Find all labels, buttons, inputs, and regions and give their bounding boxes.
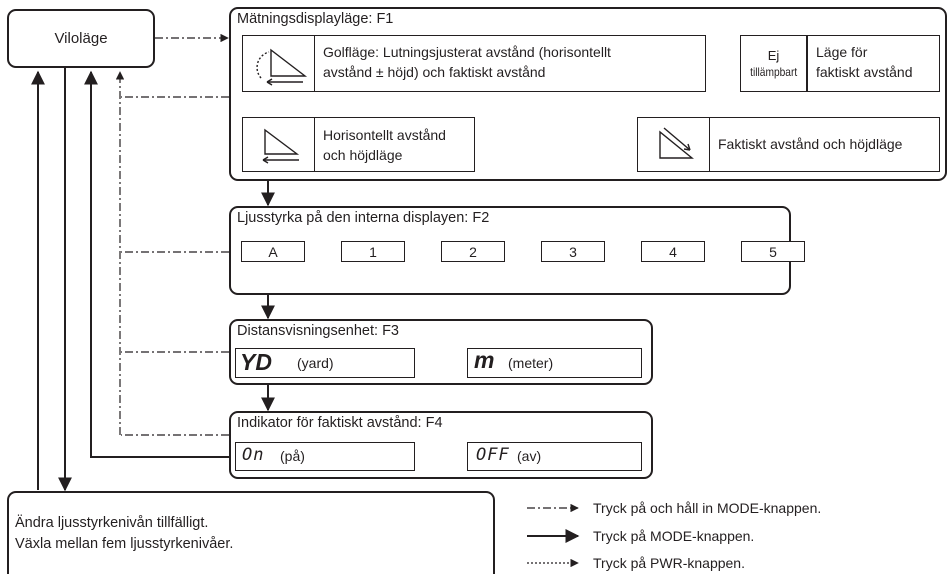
- yard-unit-box: [235, 348, 415, 378]
- brightness-level-1: 1: [341, 241, 405, 262]
- golf-mode-line1: Golfläge: Lutningsjusterat avstånd (hori…: [323, 44, 611, 60]
- standby-label: Viloläge: [54, 30, 108, 47]
- brightness-level-4: 4: [641, 241, 705, 262]
- indicator-off-symbol: OFF: [476, 445, 510, 465]
- f2-title: Ljusstyrka på den interna displayen: F2: [237, 210, 490, 226]
- indicator-on-box: [235, 442, 415, 471]
- not-applicable-line2: tillämpbart: [749, 64, 798, 79]
- meter-symbol: m: [474, 347, 495, 373]
- legend-hold-mode: Tryck på och håll in MODE-knappen.: [593, 500, 822, 516]
- actual-height-icon-cell: [637, 117, 710, 172]
- meter-unit-box: [467, 348, 642, 378]
- not-applicable-line1: Ej: [767, 47, 780, 63]
- horizontal-distance-icon: [262, 128, 300, 164]
- indicator-off-box: [467, 442, 642, 471]
- yard-symbol: YD: [240, 349, 272, 375]
- horizontal-line2: och höjdläge: [323, 147, 403, 163]
- golf-mode-box: [242, 35, 706, 92]
- brightness-note-line2: Växla mellan fem ljusstyrkenivåer.: [15, 536, 234, 552]
- golf-mode-icon-cell: [242, 35, 315, 92]
- actual-distance-mode-box: [807, 35, 940, 92]
- golf-mode-line2: avstånd ± höjd) och faktiskt avstånd: [323, 64, 546, 80]
- horizontal-line1: Horisontellt avstånd: [323, 127, 446, 143]
- indicator-off-label: (av): [517, 448, 542, 464]
- indicator-on-symbol: On: [242, 445, 265, 465]
- yard-label: (yard): [297, 355, 334, 371]
- f1-title: Mätningsdisplayläge: F1: [237, 11, 394, 27]
- golf-slope-icon: [256, 48, 308, 86]
- brightness-note-box: [7, 491, 495, 574]
- actual-distance-icon: [659, 127, 694, 159]
- brightness-level-a: A: [241, 241, 305, 262]
- f4-title: Indikator för faktiskt avstånd: F4: [237, 415, 443, 431]
- brightness-note-line1: Ändra ljusstyrkenivån tillfälligt.: [15, 515, 209, 531]
- brightness-level-2: 2: [441, 241, 505, 262]
- actual-distance-line1: Läge för: [816, 44, 868, 60]
- indicator-on-label: (på): [280, 448, 305, 464]
- meter-label: (meter): [508, 355, 554, 371]
- legend-press-pwr: Tryck på PWR-knappen.: [593, 555, 745, 571]
- arrow-f4-to-standby: [84, 70, 229, 458]
- not-applicable-box: Ej tillämpbart: [740, 35, 807, 92]
- legend-press-mode: Tryck på MODE-knappen.: [593, 528, 755, 544]
- brightness-level-3: 3: [541, 241, 605, 262]
- standby-box: Viloläge: [7, 9, 155, 68]
- horizontal-icon-cell: [242, 117, 315, 172]
- brightness-level-5: 5: [741, 241, 805, 262]
- actual-height-label: Faktiskt avstånd och höjdläge: [718, 136, 903, 152]
- actual-distance-line2: faktiskt avstånd: [816, 64, 913, 80]
- f3-title: Distansvisningsenhet: F3: [237, 323, 399, 339]
